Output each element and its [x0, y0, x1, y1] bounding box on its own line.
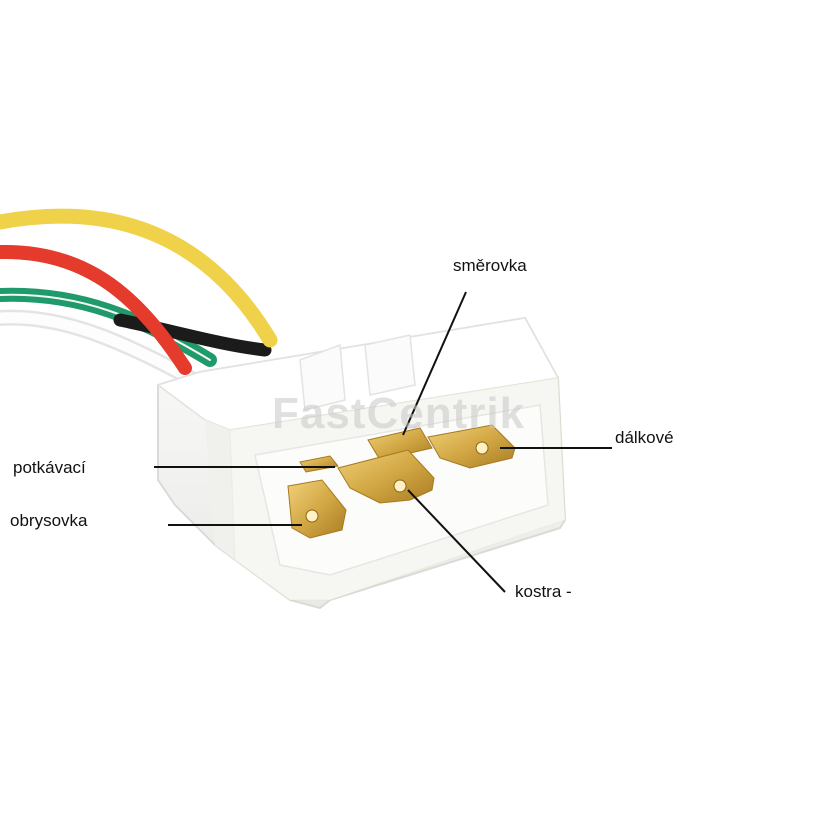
label-dalkove: dálkové	[615, 428, 674, 447]
yellow-wire	[0, 208, 278, 348]
red-wire	[0, 244, 192, 375]
terminal-dalkove	[427, 424, 516, 469]
leader-lines	[154, 291, 612, 593]
label-kostra: kostra -	[515, 582, 572, 601]
label-obrysovka: obrysovka	[10, 511, 88, 530]
leader-line-smerovka	[402, 291, 467, 436]
brand-watermark: FastCentrik	[272, 389, 526, 438]
terminal-smerovka	[367, 427, 433, 461]
leader-line-kostra	[407, 489, 506, 593]
terminal-kostra	[337, 449, 435, 504]
label-smerovka: směrovka	[453, 256, 527, 275]
label-potkavaci: potkávací	[13, 458, 86, 477]
terminal-obrysovka	[287, 479, 347, 539]
wire-bundle	[0, 208, 278, 386]
black-wire	[113, 313, 272, 357]
